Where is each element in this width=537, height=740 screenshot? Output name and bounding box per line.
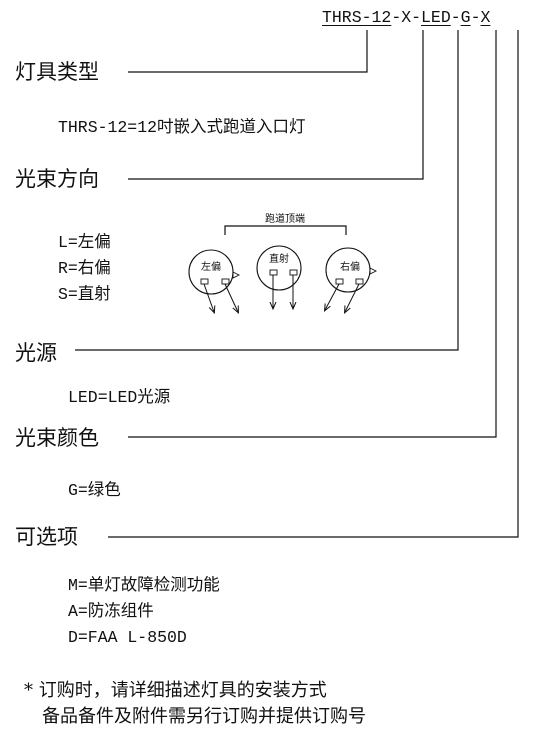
runway-end-bracket: [224, 225, 347, 235]
beam-left-label: 左偏: [201, 260, 221, 273]
beam-straight-diagram: 直射: [256, 245, 302, 308]
code-part-options: X: [480, 8, 491, 27]
code-dash: -: [411, 8, 422, 27]
beam-direction-item: S=直射: [58, 285, 111, 304]
options-item: A=防冻组件: [68, 602, 154, 621]
beam-straight-label: 直射: [269, 252, 289, 265]
code-dash: -: [450, 8, 461, 27]
beam-left-diagram: 左偏: [188, 249, 241, 312]
section-title-beam-direction: 光束方向: [15, 167, 99, 191]
note-line: 备品备件及附件需另行订购并提供订购号: [42, 706, 366, 727]
beam-color-item: G=绿色: [68, 481, 121, 500]
section-title-options: 可选项: [15, 525, 78, 549]
leader-line-beam-direction: [128, 30, 424, 180]
type-item: THRS-12=12吋嵌入式跑道入口灯: [58, 118, 306, 137]
model-code: THRS-12-X-LED-G-X: [322, 8, 490, 27]
code-part-beam-direction: X: [401, 8, 412, 27]
beam-right-label: 右偏: [340, 260, 360, 273]
beam-direction-item: R=右偏: [58, 259, 111, 278]
section-title-type: 灯具类型: [15, 60, 99, 84]
section-title-beam-color: 光束颜色: [15, 426, 99, 450]
beam-direction-item: L=左偏: [58, 233, 111, 252]
options-item: M=单灯故障检测功能: [68, 576, 220, 595]
note-line: * 订购时，请详细描述灯具的安装方式: [24, 680, 327, 701]
code-part-light-source: LED: [421, 8, 451, 27]
options-item: D=FAA L-850D: [68, 628, 187, 647]
code-part-type: THRS-12: [322, 8, 392, 27]
light-source-item: LED=LED光源: [68, 388, 171, 407]
leader-line-light-source: [75, 30, 459, 351]
beam-right-diagram: 右偏: [325, 247, 378, 312]
leader-line-options: [108, 30, 519, 538]
leader-line-type: [128, 30, 368, 73]
code-dash: -: [470, 8, 481, 27]
section-title-light-source: 光源: [15, 341, 57, 365]
runway-end-label: 跑道顶端: [265, 212, 305, 225]
leader-line-beam-color: [128, 30, 497, 438]
code-dash: -: [391, 8, 402, 27]
code-part-color: G: [460, 8, 471, 27]
